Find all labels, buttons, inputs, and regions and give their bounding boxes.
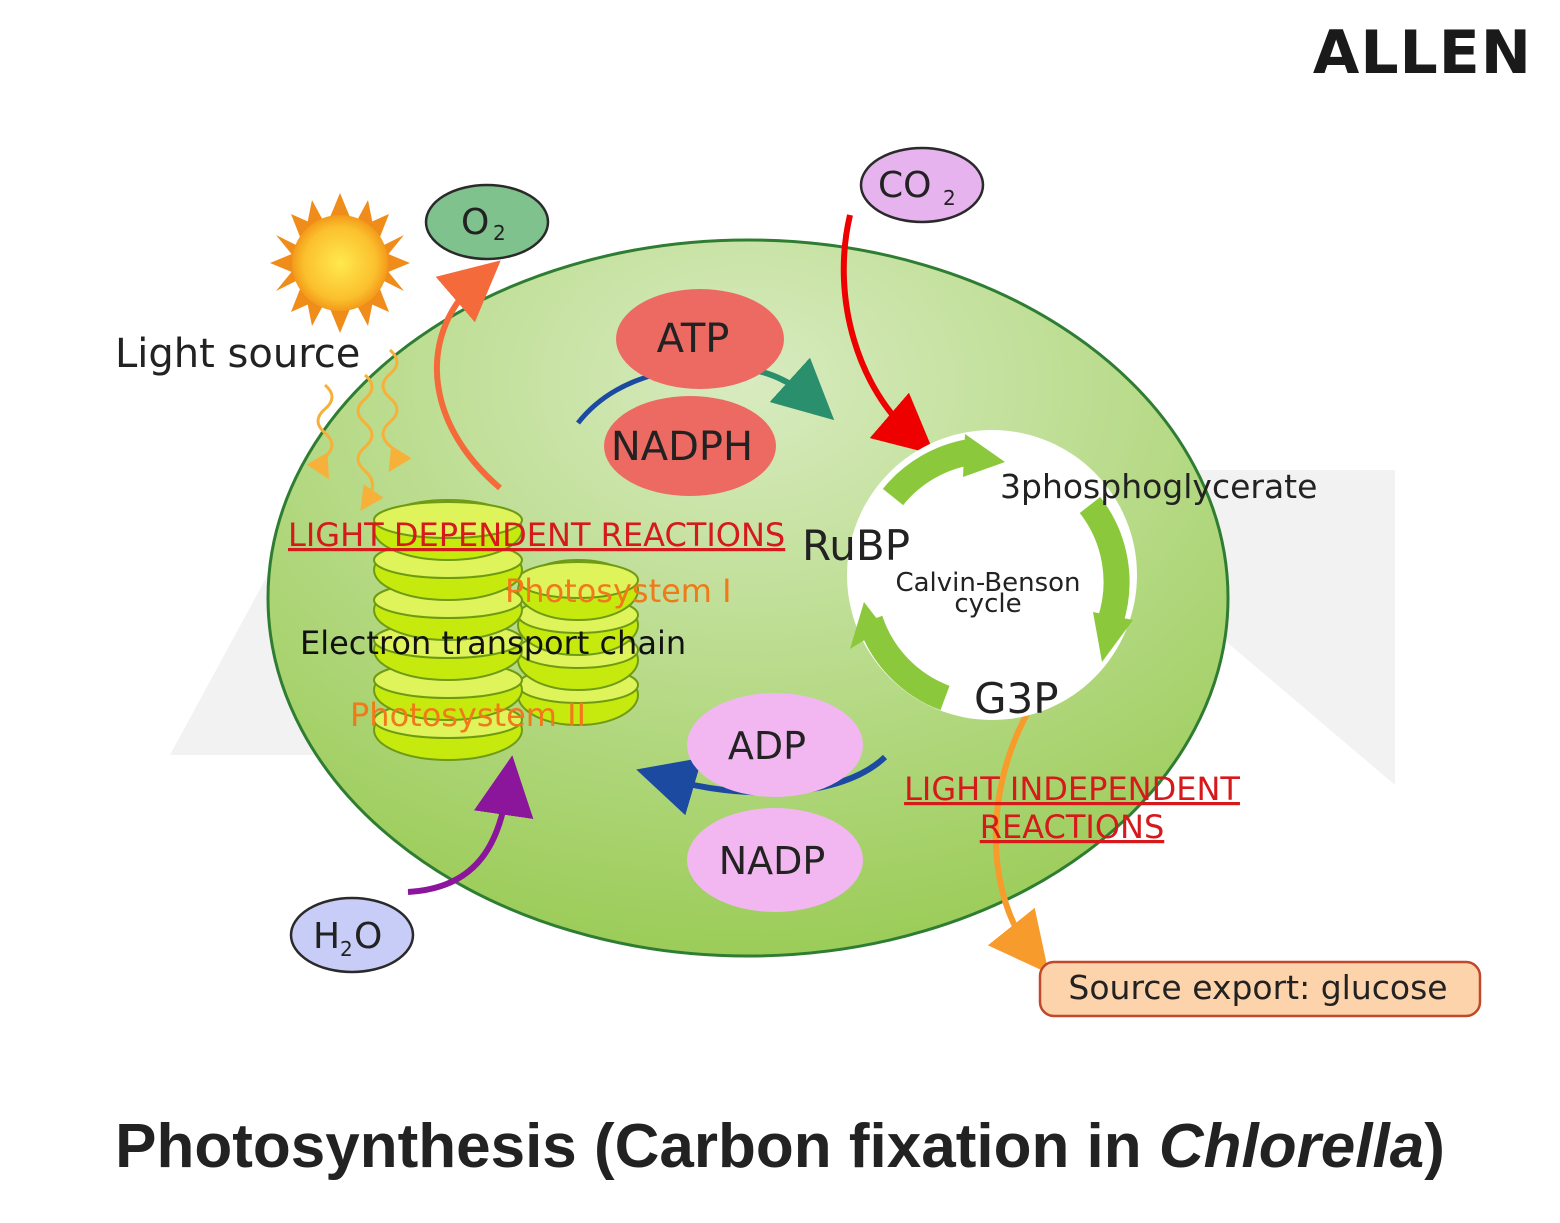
title-part1: Photosynthesis (Carbon fixation in [115, 1112, 1159, 1181]
nadp-label: NADP [719, 839, 826, 883]
atp-bubble: ATP [616, 289, 784, 389]
allen-logo: ALLEN [1313, 18, 1532, 88]
light-independent-heading-line1: LIGHT INDEPENDENT [904, 770, 1240, 808]
adp-label: ADP [728, 724, 806, 768]
atp-label: ATP [657, 316, 730, 362]
calvin-cycle [847, 430, 1137, 720]
sun-icon [270, 193, 410, 333]
glucose-export-label: Source export: glucose [1068, 968, 1447, 1007]
h2o-o-label: O [354, 916, 382, 957]
co2-bubble: CO 2 [859, 146, 985, 224]
co2-label: CO [878, 165, 931, 206]
light-source-label: Light source [115, 331, 360, 377]
o2-subscript: 2 [493, 221, 506, 245]
glucose-export-box: Source export: glucose [1038, 960, 1482, 1018]
photosystem-ii-label: Photosystem II [350, 696, 586, 734]
h2o-arrow [407, 755, 534, 895]
h2o-bubble: H 2 O [289, 896, 415, 974]
phosphoglycerate-label: 3phosphoglycerate [1000, 467, 1317, 506]
calvin-cycle-label-line1: Calvin-Benson [895, 568, 1080, 598]
photosystem-i-label: Photosystem I [505, 572, 732, 610]
nadph-bubble: NADPH [604, 396, 776, 496]
rubp-label: RuBP [802, 521, 910, 570]
o2-label: O [461, 202, 489, 243]
diagram-title: Photosynthesis (Carbon fixation in Chlor… [115, 1112, 1445, 1181]
title-italic: Chlorella [1159, 1112, 1424, 1181]
glucose-arrow [987, 710, 1049, 974]
thylakoid-stack-left [373, 499, 523, 761]
h2o-h-label: H [313, 916, 340, 957]
h2o-subscript: 2 [340, 937, 353, 961]
light-dependent-heading: LIGHT DEPENDENT REACTIONS [288, 516, 785, 554]
light-rays [306, 348, 412, 511]
o2-arrow [433, 260, 502, 491]
o2-bubble: O 2 [424, 183, 550, 261]
co2-subscript: 2 [943, 186, 956, 210]
calvin-cycle-label-line2: cycle [954, 589, 1021, 619]
nadp-bubble: NADP [687, 808, 863, 912]
title-part2: ) [1424, 1112, 1445, 1181]
co2-arrow [840, 214, 935, 455]
g3p-label: G3P [974, 674, 1059, 723]
nadph-label: NADPH [611, 424, 753, 470]
light-independent-heading-line2: REACTIONS [980, 808, 1165, 846]
thylakoid-stack-right [517, 559, 639, 726]
electron-transport-label: Electron transport chain [300, 624, 686, 662]
adp-bubble: ADP [687, 693, 863, 797]
